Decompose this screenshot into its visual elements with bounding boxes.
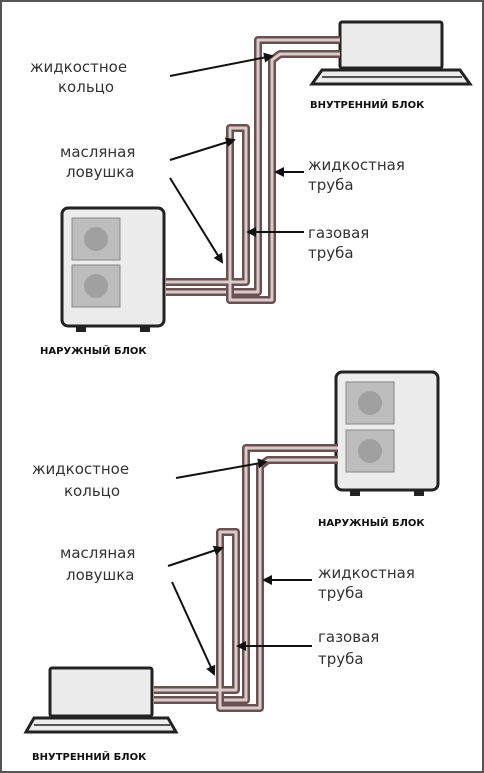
bottom-label-gas-2: труба [318, 650, 364, 668]
bottom-label-gas-1: газовая [318, 628, 379, 646]
bottom-label-liquid-1: жидкостная [318, 564, 415, 582]
top-arrow-trap-lower [169, 177, 224, 264]
top-label-ring-2: кольцо [58, 78, 114, 96]
top-label-gas-1: газовая [308, 224, 369, 242]
top-indoor-caption: ВНУТРЕННИЙ БЛОК [310, 98, 425, 111]
top-diagram: жидкостное кольцо масляная ловушка жидко… [30, 20, 473, 357]
top-arrow-trap-upper [169, 137, 236, 161]
bottom-outdoor-unit [334, 370, 440, 496]
bottom-diagram: жидкостное кольцо масляная ловушка жидко… [23, 370, 440, 763]
bottom-label-liquid-2: труба [318, 584, 364, 602]
bottom-arrow-trap-lower [171, 581, 216, 676]
bottom-label-ring-2: кольцо [64, 482, 120, 500]
top-label-trap-1: масляная [60, 143, 135, 161]
bottom-indoor-caption: ВНУТРЕННИЙ БЛОК [32, 750, 147, 763]
bottom-outdoor-caption: НАРУЖНЫЙ БЛОК [318, 516, 425, 529]
bottom-arrow-ring [175, 458, 268, 479]
top-indoor-unit [309, 20, 473, 86]
bottom-label-trap-1: масляная [60, 544, 135, 562]
bottom-label-ring-1: жидкостное [32, 460, 129, 478]
top-outdoor-caption: НАРУЖНЫЙ БЛОК [40, 344, 147, 357]
bottom-indoor-unit [23, 666, 179, 734]
top-arrow-ring [169, 52, 274, 77]
top-label-trap-2: ловушка [66, 163, 134, 181]
top-label-ring-1: жидкостное [30, 58, 127, 76]
bottom-arrow-trap-upper [167, 545, 224, 567]
bottom-label-trap-2: ловушка [66, 566, 134, 584]
top-label-gas-2: труба [308, 244, 354, 262]
top-label-liquid-2: труба [308, 176, 354, 194]
top-outdoor-unit [60, 206, 166, 332]
top-label-liquid-1: жидкостная [308, 156, 405, 174]
bottom-pipes [154, 444, 338, 712]
